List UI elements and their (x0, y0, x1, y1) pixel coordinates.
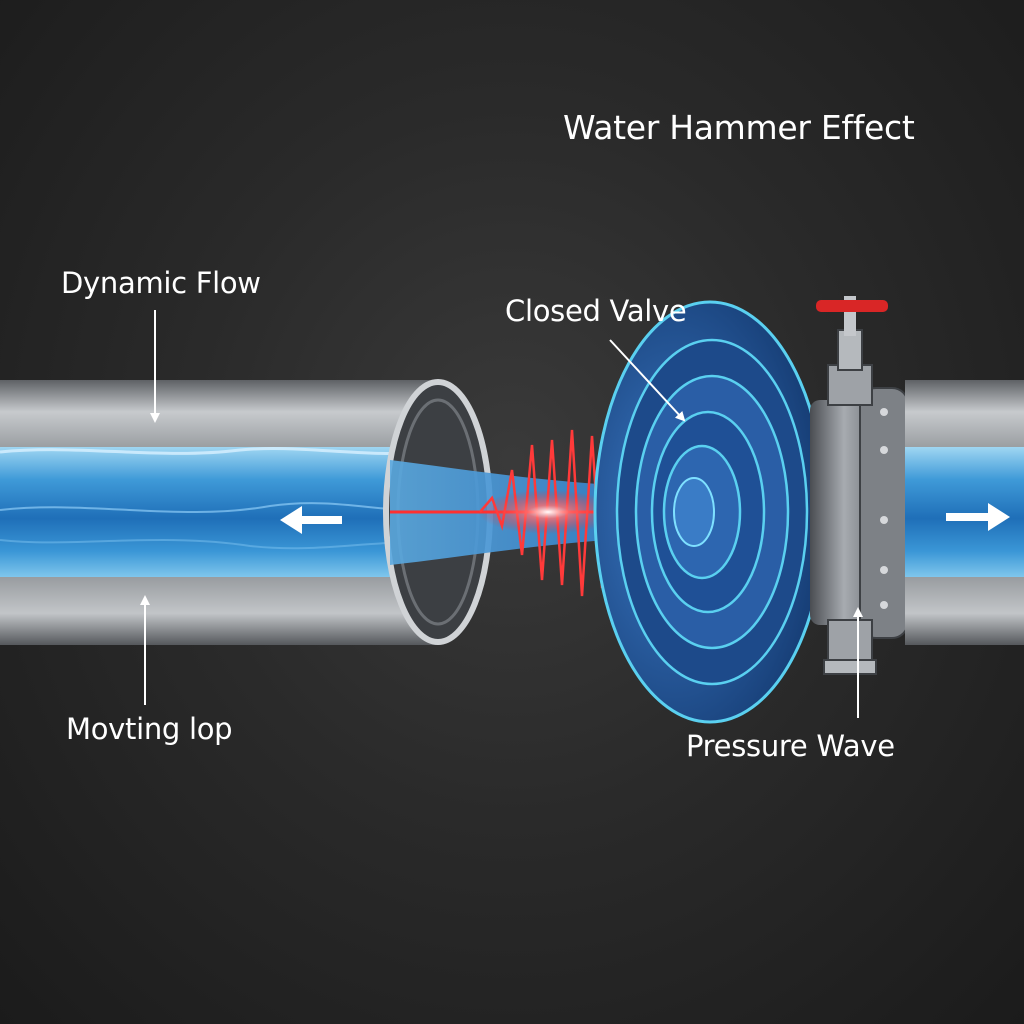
right-arrow-icon (946, 503, 1010, 531)
closed-valve (810, 296, 909, 675)
closed-valve-pointer (609, 339, 686, 422)
diagram-title: Water Hammer Effect (563, 108, 915, 147)
right-pipe (905, 380, 1024, 645)
left-arrow-icon (280, 506, 342, 534)
valve-handle (816, 300, 888, 312)
pressure-wave-rings (593, 300, 827, 724)
closed-valve-label: Closed Valve (505, 294, 687, 328)
moving-loop-label: Movting lop (66, 712, 233, 746)
dynamic-flow-label: Dynamic Flow (61, 266, 261, 300)
pressure-wave-label: Pressure Wave (686, 729, 895, 763)
